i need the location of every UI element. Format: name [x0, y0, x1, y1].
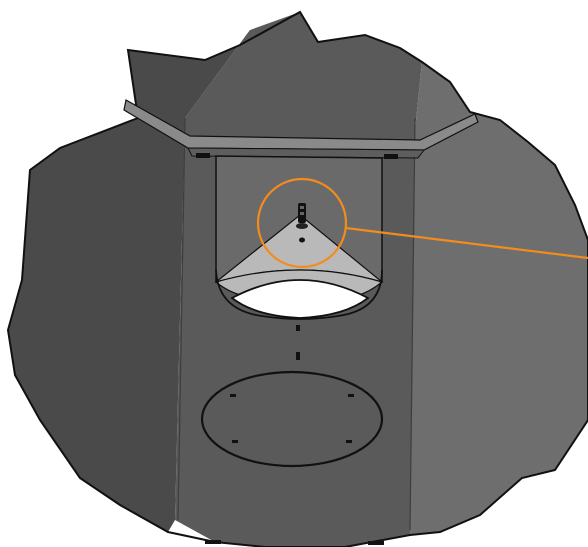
housing-outline	[6, 10, 588, 547]
rail-clip-right	[384, 154, 398, 159]
top-rail-lip	[187, 147, 425, 159]
oval-outline	[200, 370, 384, 468]
stud-fastener	[296, 203, 308, 243]
facet-edge-left	[177, 117, 186, 521]
callout-highlight	[256, 177, 588, 269]
callout-leader-line	[345, 226, 588, 260]
housing-left-facet	[8, 30, 250, 532]
compartment-lower-rim	[215, 269, 383, 320]
rail-clip-left	[196, 153, 210, 158]
callout-circle	[256, 177, 348, 269]
housing-right-facet	[410, 62, 588, 535]
foot-left	[205, 540, 221, 544]
top-rail	[123, 99, 479, 159]
top-rail-band	[123, 99, 479, 151]
alignment-slots	[296, 296, 301, 360]
oval-cutout	[200, 370, 384, 468]
facet-edge-right	[409, 117, 416, 531]
foot-right	[368, 541, 384, 545]
inner-compartment	[214, 155, 384, 320]
